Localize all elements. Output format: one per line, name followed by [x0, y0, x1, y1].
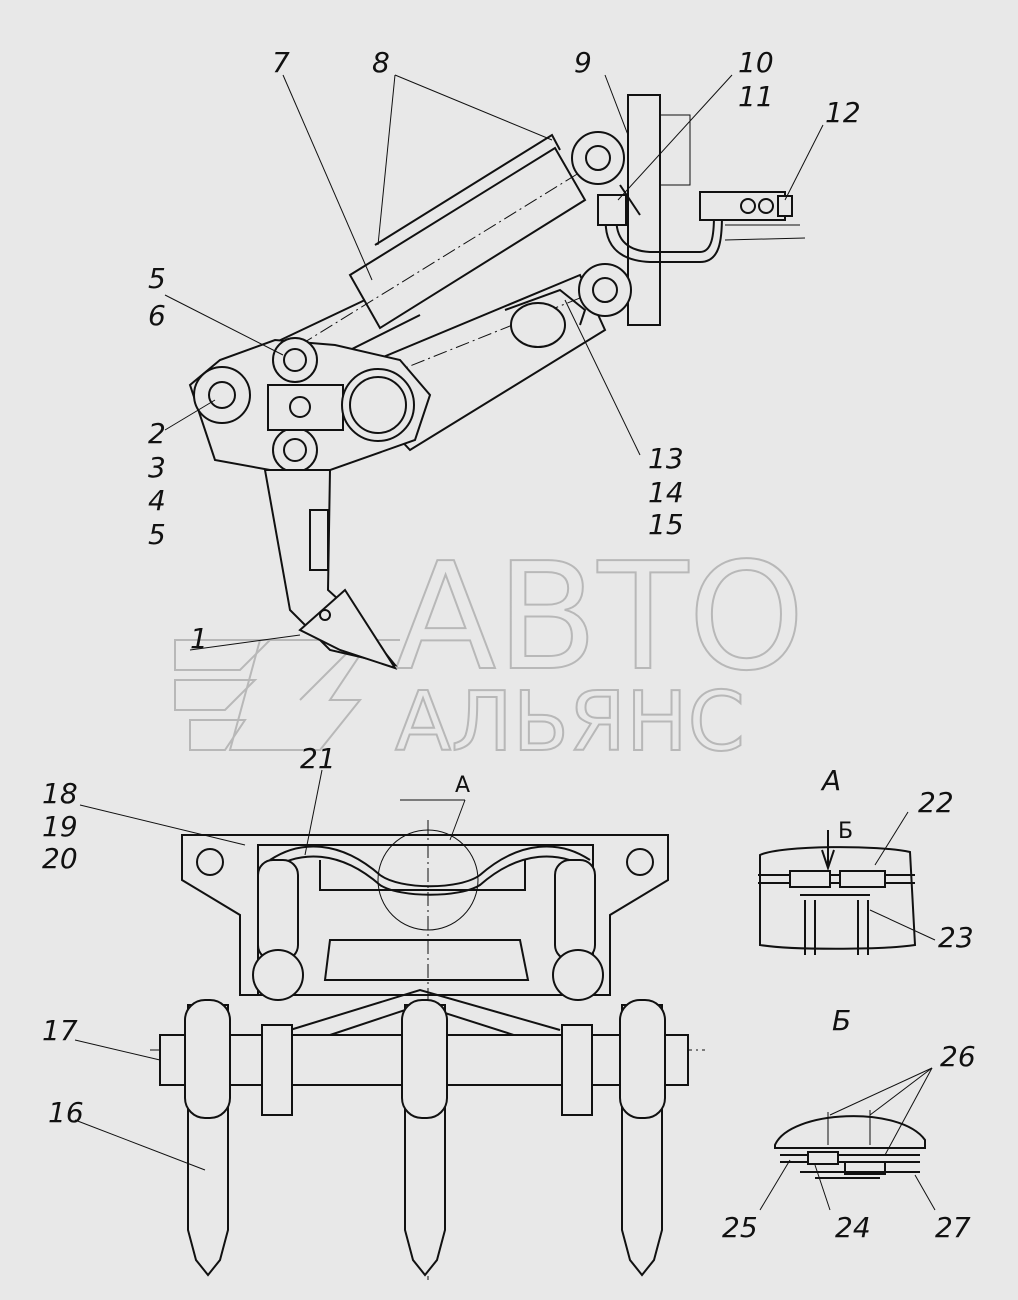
callout-17: 17 — [42, 1014, 78, 1047]
callout-26: 26 — [940, 1040, 976, 1073]
valve-block — [699, 191, 786, 221]
view-b-title: Б — [832, 1004, 851, 1037]
callout-21: 21 — [300, 742, 336, 775]
leader-lines — [74, 74, 936, 1211]
callout-12: 12 — [825, 96, 861, 129]
callout-23: 23 — [938, 921, 974, 954]
callout-labels: 1 2 3 4 5 5 6 7 8 9 10 11 12 13 14 15 16… — [42, 46, 976, 1244]
view-b-marker: Б — [838, 819, 853, 844]
callout-5a: 5 — [148, 262, 166, 295]
callout-18: 18 — [42, 777, 78, 810]
watermark-logo: АВТО АЛЬЯНС — [174, 530, 806, 771]
callout-10: 10 — [738, 46, 774, 79]
callout-24: 24 — [835, 1211, 871, 1244]
view-markers: А А Б Б — [455, 764, 853, 1037]
callout-8: 8 — [372, 46, 390, 79]
callout-6: 6 — [148, 299, 166, 332]
callout-5b: 5 — [148, 518, 166, 551]
side-view-assembly — [188, 94, 806, 670]
callout-9: 9 — [574, 46, 592, 79]
mounting-plate — [627, 94, 661, 326]
callout-19: 19 — [42, 810, 78, 843]
watermark-text-line2: АЛЬЯНС — [395, 675, 745, 770]
callout-20: 20 — [42, 842, 78, 875]
view-a-title: А — [820, 764, 841, 797]
callout-3: 3 — [148, 451, 166, 484]
callout-27: 27 — [935, 1211, 971, 1244]
hydraulic-cylinder — [348, 146, 587, 330]
callout-25: 25 — [722, 1211, 758, 1244]
detail-view-a — [758, 830, 917, 955]
callout-11: 11 — [738, 80, 774, 113]
callout-16: 16 — [48, 1096, 84, 1129]
callout-15: 15 — [648, 508, 684, 541]
callout-13: 13 — [648, 442, 684, 475]
callout-14: 14 — [648, 476, 684, 509]
watermark-text-line1: АВТО — [395, 531, 805, 703]
callout-7: 7 — [272, 46, 290, 79]
view-a-marker: А — [455, 773, 470, 798]
callout-4: 4 — [148, 484, 166, 517]
cylinder-hose — [374, 133, 561, 246]
callout-1: 1 — [190, 622, 208, 655]
callout-2: 2 — [148, 417, 166, 450]
front-view-assembly — [150, 820, 705, 1280]
detail-view-b — [774, 1110, 926, 1179]
callout-22: 22 — [918, 786, 954, 819]
front-frame — [181, 834, 669, 996]
